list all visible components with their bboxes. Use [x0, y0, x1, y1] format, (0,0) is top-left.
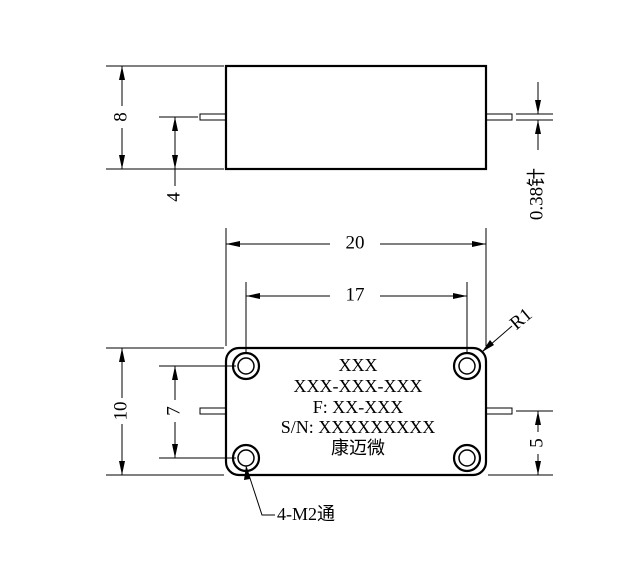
side-view-body [224, 64, 488, 171]
dim-pin-offset-label: 5 [526, 438, 547, 448]
dim-pin-height-label: 4 [163, 192, 184, 202]
mounting-hole [452, 351, 482, 381]
dim-hole-spacing-y-label: 7 [163, 406, 184, 416]
corner-radius-label: R1 [506, 304, 536, 334]
top-view: 20 17 R1 10 7 5 [106, 228, 553, 524]
top-view-left-pin [199, 407, 227, 415]
hole-note-leader [245, 465, 275, 516]
label-line-serial: S/N: XXXXXXXXX [281, 417, 436, 437]
label-line-part-number: XXX-XXX-XXX [294, 376, 423, 396]
label-line-brand: 康迈微 [331, 438, 385, 458]
dim-hole-spacing-x-label: 17 [346, 284, 365, 305]
dim-height-label: 8 [110, 112, 131, 122]
top-view-right-pin [485, 407, 513, 415]
side-view: 8 4 0.38针 [106, 64, 553, 220]
mounting-hole [452, 443, 482, 473]
dim-total-height-label: 10 [110, 402, 131, 421]
label-line-frequency: F: XX-XXX [313, 397, 404, 417]
side-view-right-pin [485, 113, 513, 121]
hole-note-label: 4-M2通 [277, 504, 335, 524]
dim-pin-diameter-label: 0.38针 [525, 168, 547, 220]
label-line-model: XXX [339, 355, 378, 375]
mounting-hole [231, 351, 261, 381]
side-view-left-pin [199, 113, 227, 121]
dim-total-width-label: 20 [346, 232, 365, 253]
